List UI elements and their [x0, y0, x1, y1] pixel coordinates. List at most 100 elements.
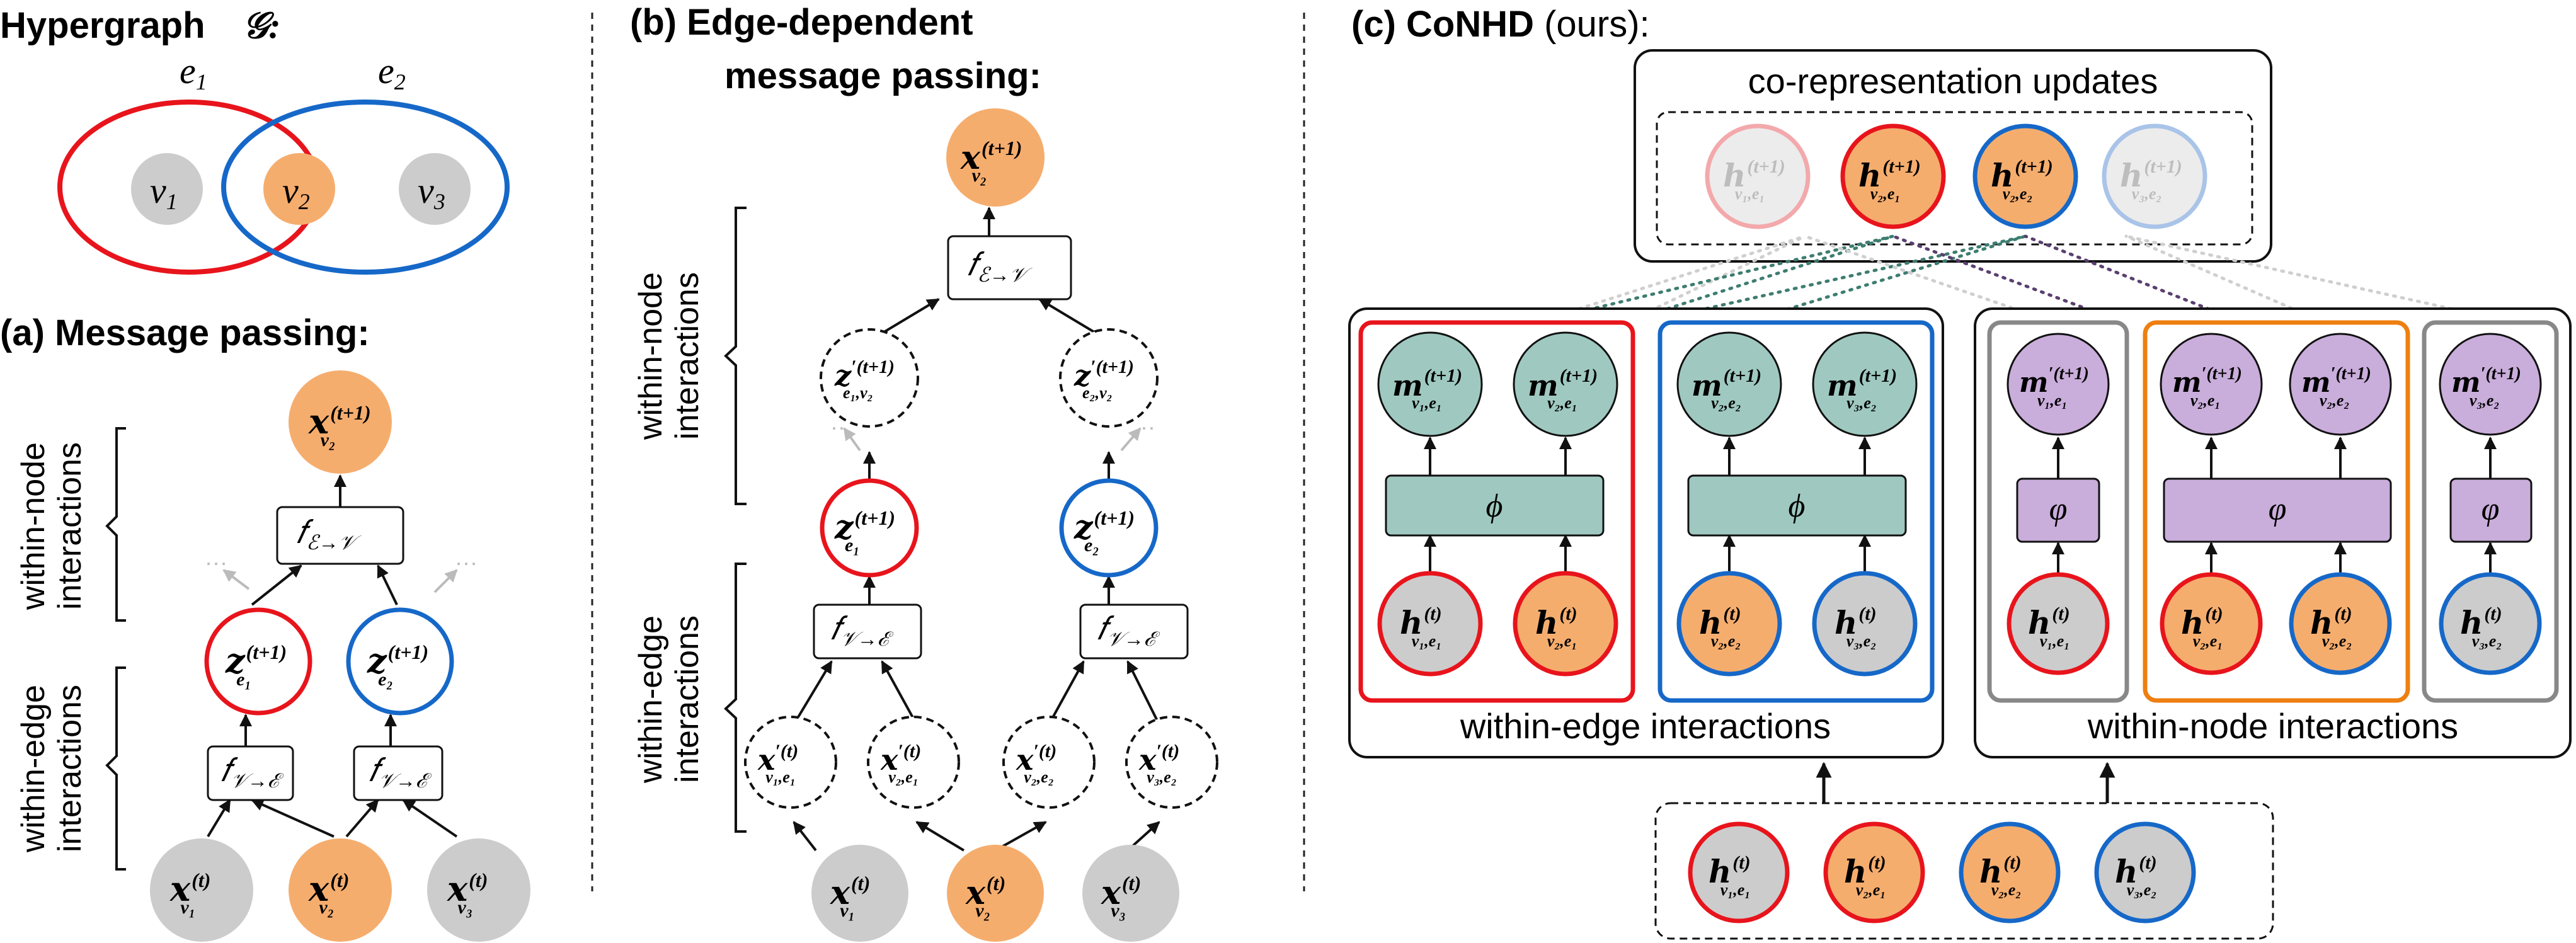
b-node-x-v2 [947, 845, 1044, 942]
c-varphi-label-v2: φ [2269, 491, 2287, 527]
b-x-v2-label: 𝒙(t)v₂ [965, 872, 1005, 921]
hypergraph-title: Hypergraph [0, 5, 205, 46]
b-xp-v2e2-label: 𝒙′(t)v₂,e₂ [1016, 741, 1056, 786]
c-phi-box-e2 [1687, 474, 1907, 537]
c-top-dashed-box [1656, 111, 2253, 246]
c-m-node-v3e2 [2439, 333, 2542, 436]
c-h-edge-v3e2 [1812, 571, 1918, 677]
b-node-zp-e2v2 [1059, 328, 1159, 428]
c-m-edge-v2e1 [1513, 331, 1618, 437]
b-z-e1-label: 𝒛(t+1)e₁ [834, 506, 895, 556]
c-within-node-label: within-node interactions [2087, 706, 2458, 746]
c-h-node-v2e2-label: 𝒉(t)v₂,e₂ [2310, 603, 2352, 650]
panel-c-title: (c) CoNHD (ours): [1351, 4, 1650, 45]
c-top-h-v1e1 [1705, 123, 1811, 229]
bracket-a-within-edge [105, 666, 126, 871]
c-m-node-v2e1 [2160, 333, 2263, 436]
c-top-h-v2e1 [1840, 123, 1946, 229]
c-h-edge-v2e1 [1513, 571, 1618, 677]
c-top-h-v1e1-label: 𝒉(t+1)v₁,e₁ [1723, 156, 1785, 203]
b-xp-v1e1-label: 𝒙′(t)v₁,e₁ [757, 741, 798, 786]
c-within-edge-label: within-edge interactions [1460, 706, 1831, 746]
b-zp-e2v2-label: 𝒛′(t+1)e₂,v₂ [1073, 357, 1134, 402]
node-v3-label: v3 [418, 170, 445, 214]
c-m-edge-v3e2-label: 𝒎(t+1)v₃,e₂ [1827, 365, 1897, 412]
c-varphi-box-v2 [2163, 477, 2392, 543]
b-z-e2-label: 𝒛(t+1)e₂ [1073, 506, 1135, 556]
c-edge-e2-box [1657, 320, 1935, 703]
a-x-v3-label: 𝒙(t)v₃ [447, 869, 488, 918]
panel-b-title-line2: message passing: [724, 55, 1041, 96]
b-f-v2e-1 [813, 603, 922, 660]
c-varphi-box-v1 [2016, 477, 2100, 543]
node-v2-label: v2 [282, 170, 310, 214]
node-v1-label: v1 [150, 170, 178, 214]
c-h-node-v1e1 [2006, 572, 2110, 675]
hypergraph-symbol: 𝒢: [243, 5, 281, 46]
b-node-z-e2 [1059, 478, 1159, 578]
c-top-h-v2e2-label: 𝒉(t+1)v₂,e₂ [1991, 156, 2053, 203]
c-m-node-v2e1-label: 𝒎′(t+1)v₂,e₁ [2172, 364, 2242, 409]
c-h-node-v2e2 [2289, 572, 2392, 675]
a-node-x-v3 [427, 838, 530, 942]
c-top-title: co-representation updates [1748, 61, 2158, 101]
b-node-zp-e1v2 [820, 328, 919, 428]
label-a-within-edge: within-edgeinteractions [15, 685, 88, 853]
a-x-v1-label: 𝒙(t)v₁ [169, 869, 210, 918]
a-f-v2e-1 [207, 745, 294, 801]
node-v1 [131, 153, 203, 225]
c-m-edge-v1e1-label: 𝒎(t+1)v₁,e₁ [1392, 365, 1462, 412]
c-top-h-v2e2 [1972, 123, 2078, 229]
c-m-node-v1e1-label: 𝒎′(t+1)v₁,e₁ [2019, 364, 2089, 409]
c-m-node-v2e2-label: 𝒎′(t+1)v₂,e₂ [2301, 364, 2371, 409]
b-node-z-e1 [820, 478, 919, 578]
b-node-xp-v1e1 [744, 716, 837, 809]
edge-e2-label: e2 [378, 50, 406, 94]
edge-e1-label: e1 [180, 50, 207, 94]
c-m-node-v1e1 [2006, 333, 2110, 436]
b-x-v3-label: 𝒙(t)v₃ [1101, 872, 1141, 921]
bracket-a-within-node [105, 427, 126, 622]
hyperedge-e2 [221, 100, 510, 275]
a-x-v2-next-label: 𝒙(t+1)v₂ [308, 401, 371, 450]
c-varphi-box-v3 [2449, 477, 2533, 543]
c-m-node-v2e2 [2289, 333, 2392, 436]
c-edge-e1-box [1358, 320, 1635, 703]
c-m-edge-v2e2-label: 𝒎(t+1)v₂,e₂ [1692, 365, 1761, 412]
ellipsis-right-b: ·· [1140, 414, 1155, 440]
bracket-b-within-node [724, 207, 747, 505]
c-h-edge-v3e2-label: 𝒉(t)v₃,e₂ [1835, 603, 1877, 650]
c-h-node-v1e1-label: 𝒉(t)v₁,e₁ [2028, 603, 2070, 650]
panel-a: within-nodeinteractions within-edgeinter… [15, 370, 530, 942]
c-phi-label-e1: ϕ [1486, 488, 1503, 524]
b-node-x-v1 [811, 845, 908, 942]
a-f-e2v [276, 506, 404, 565]
b-zp-e1v2-label: 𝒛′(t+1)e₁,v₂ [834, 357, 895, 402]
ellipsis-left-a: ··· [205, 549, 227, 575]
b-f-v2e-2-label: 𝑓𝒱→ℰ [1097, 611, 1160, 650]
b-f-v2e-1-label: 𝑓𝒱→ℰ [830, 611, 894, 650]
b-f-v2e-2 [1079, 603, 1189, 660]
c-top-h-v3e2 [2102, 123, 2207, 229]
c-top-h-v3e2-label: 𝒉(t+1)v₃,e₂ [2120, 156, 2182, 203]
c-h-node-v2e1-label: 𝒉(t)v₂,e₁ [2181, 603, 2223, 650]
a-z-e1-label: 𝒛(t+1)e₁ [225, 641, 287, 690]
c-phi-box-e1 [1385, 474, 1605, 537]
c-within-edge-box [1348, 307, 1944, 758]
c-h-edge-v1e1 [1377, 571, 1483, 677]
c-input-h-v3e2 [2094, 821, 2196, 923]
a-node-z-e1 [204, 607, 312, 716]
a-node-x-v2 [289, 838, 392, 942]
label-b-within-edge: within-edgeinteractions [633, 615, 706, 784]
b-node-x-v3 [1082, 845, 1179, 942]
c-m-edge-v2e1-label: 𝒎(t+1)v₂,e₁ [1528, 365, 1598, 412]
b-x-v2-next-label: 𝒙(t+1)v₂ [960, 137, 1022, 186]
a-f-v2e-1-label: 𝑓𝒱→ℰ [220, 753, 284, 792]
c-input-h-v2e1-label: 𝒉(t)v₂,e₁ [1844, 852, 1886, 899]
panel-b-title-line1: (b) Edge-dependent [630, 2, 973, 43]
c-m-node-v3e2-label: 𝒎′(t+1)v₃,e₂ [2451, 364, 2521, 409]
c-input-box [1654, 802, 2274, 940]
label-b-within-node: within-nodeinteractions [633, 272, 706, 440]
c-m-edge-v2e2 [1676, 331, 1782, 437]
